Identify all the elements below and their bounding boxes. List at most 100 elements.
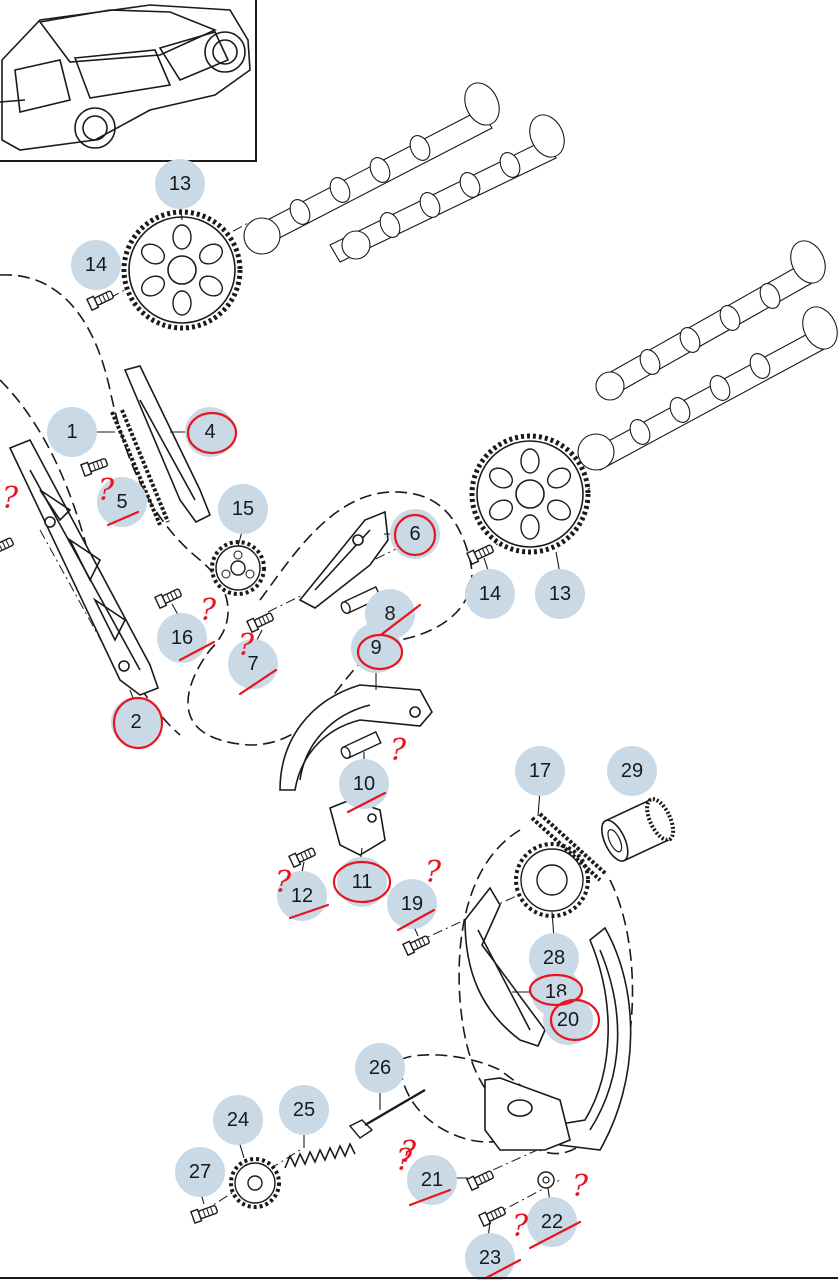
red-question-mark: ? bbox=[275, 865, 292, 900]
oil-pump-sprocket bbox=[229, 1157, 281, 1209]
timing-chain-17 bbox=[530, 812, 608, 882]
red-question-mark: ? bbox=[98, 473, 115, 508]
red-question-mark: ? bbox=[425, 855, 442, 890]
chain-guide-18 bbox=[464, 886, 546, 1047]
red-circle-11 bbox=[332, 860, 392, 904]
red-underline-16 bbox=[178, 640, 216, 662]
callout-4: 4 bbox=[185, 407, 235, 457]
callout-number: 10 bbox=[353, 773, 375, 795]
red-underline-10 bbox=[346, 791, 387, 814]
red-underline-5 bbox=[106, 510, 140, 527]
red-circle-2 bbox=[112, 696, 164, 750]
intermediate-sprocket bbox=[210, 540, 266, 596]
inset-frame bbox=[0, 0, 257, 162]
callout-number: 27 bbox=[189, 1161, 211, 1183]
callout-bubble bbox=[185, 407, 235, 457]
callout-bubble bbox=[47, 407, 97, 457]
callout-bubble bbox=[465, 569, 515, 619]
callout-number: 28 bbox=[543, 947, 565, 969]
camshaft-sprocket-upper bbox=[121, 209, 243, 331]
callout-number: 21 bbox=[421, 1169, 443, 1191]
callout-number: 8 bbox=[384, 603, 395, 625]
callout-number: 19 bbox=[401, 893, 423, 915]
callout-26: 26 bbox=[355, 1043, 405, 1093]
chain-guide-2 bbox=[8, 438, 160, 696]
red-circle-6 bbox=[393, 513, 437, 557]
callout-number: 29 bbox=[621, 760, 643, 782]
red-circle-20 bbox=[549, 998, 601, 1042]
callout-bubble bbox=[527, 1197, 577, 1247]
callout-bubble bbox=[213, 1095, 263, 1145]
callout-number: 4 bbox=[204, 421, 215, 443]
red-question-mark: ? bbox=[2, 481, 19, 516]
callout-bubble bbox=[535, 569, 585, 619]
callout-13: 13 bbox=[535, 569, 585, 619]
bolt-16 bbox=[154, 586, 184, 609]
callout-17: 17 bbox=[515, 746, 565, 796]
callout-14: 14 bbox=[465, 569, 515, 619]
spring-25 bbox=[284, 1142, 356, 1169]
callout-number: 2 bbox=[130, 711, 141, 733]
car-suv-icon bbox=[0, 4, 251, 151]
callout-number: 1 bbox=[66, 421, 77, 443]
crankshaft-sprocket bbox=[514, 842, 590, 918]
red-question-marks: ??????????? bbox=[2, 473, 589, 1244]
red-underline-19 bbox=[396, 908, 436, 932]
callout-number: 25 bbox=[293, 1099, 315, 1121]
sleeve-22 bbox=[537, 1171, 555, 1189]
red-question-mark: ? bbox=[572, 1169, 589, 1204]
callout-bubble bbox=[607, 746, 657, 796]
bolt-edge bbox=[0, 535, 16, 558]
callout-22: 22 bbox=[527, 1197, 577, 1247]
callout-number: 11 bbox=[352, 871, 373, 893]
callout-number: 5 bbox=[116, 491, 127, 513]
callout-bubble bbox=[279, 1085, 329, 1135]
callout-number: 9 bbox=[370, 637, 381, 659]
callout-bubble bbox=[175, 1147, 225, 1197]
bolt-19 bbox=[402, 933, 432, 956]
red-underline-21 bbox=[408, 1188, 452, 1207]
callout-number: 23 bbox=[479, 1247, 501, 1269]
callout-number: 20 bbox=[557, 1009, 579, 1031]
bolt-21 bbox=[466, 1168, 496, 1191]
callout-number: 6 bbox=[409, 523, 420, 545]
callout-24: 24 bbox=[213, 1095, 263, 1145]
pin-10 bbox=[340, 731, 382, 760]
tensioner-rail-20 bbox=[554, 926, 632, 1151]
callout-number: 7 bbox=[247, 653, 258, 675]
camshaft-lower-right bbox=[577, 240, 838, 471]
callout-bubble bbox=[515, 746, 565, 796]
red-circle-4 bbox=[186, 411, 238, 455]
bolt-12 bbox=[288, 845, 318, 868]
pin-8 bbox=[340, 586, 382, 615]
callout-number: 12 bbox=[291, 885, 313, 907]
bolt-14-upper bbox=[86, 288, 116, 311]
callout-6: 6 bbox=[390, 509, 440, 559]
red-circle-9 bbox=[356, 633, 404, 671]
tensioner-rail-9 bbox=[279, 684, 433, 791]
tensioner-rail-6 bbox=[298, 510, 389, 609]
callout-number: 14 bbox=[85, 254, 107, 276]
chain-guide-4 bbox=[123, 365, 212, 524]
bolt-27 bbox=[190, 1202, 220, 1224]
red-question-mark: ? bbox=[512, 1209, 529, 1244]
callout-number: 16 bbox=[171, 627, 193, 649]
callout-number: 13 bbox=[549, 583, 571, 605]
callout-number: 15 bbox=[232, 498, 254, 520]
callout-1: 1 bbox=[47, 407, 97, 457]
bolt-14-lower bbox=[466, 542, 496, 565]
callout-27: 27 bbox=[175, 1147, 225, 1197]
red-question-mark: ? bbox=[390, 733, 407, 768]
red-question-mark: ? bbox=[200, 593, 217, 628]
callout-number: 24 bbox=[227, 1109, 249, 1131]
callout-10: 10 bbox=[339, 759, 389, 809]
callout-13: 13 bbox=[155, 159, 205, 209]
callout-number: 26 bbox=[369, 1057, 391, 1079]
callout-number: 13 bbox=[169, 173, 191, 195]
callout-bubble bbox=[157, 613, 207, 663]
timing-chain-1 bbox=[110, 409, 170, 526]
drive-gear-29 bbox=[601, 797, 676, 862]
callout-11: 11 bbox=[337, 857, 387, 907]
callout-bubble bbox=[111, 697, 161, 747]
